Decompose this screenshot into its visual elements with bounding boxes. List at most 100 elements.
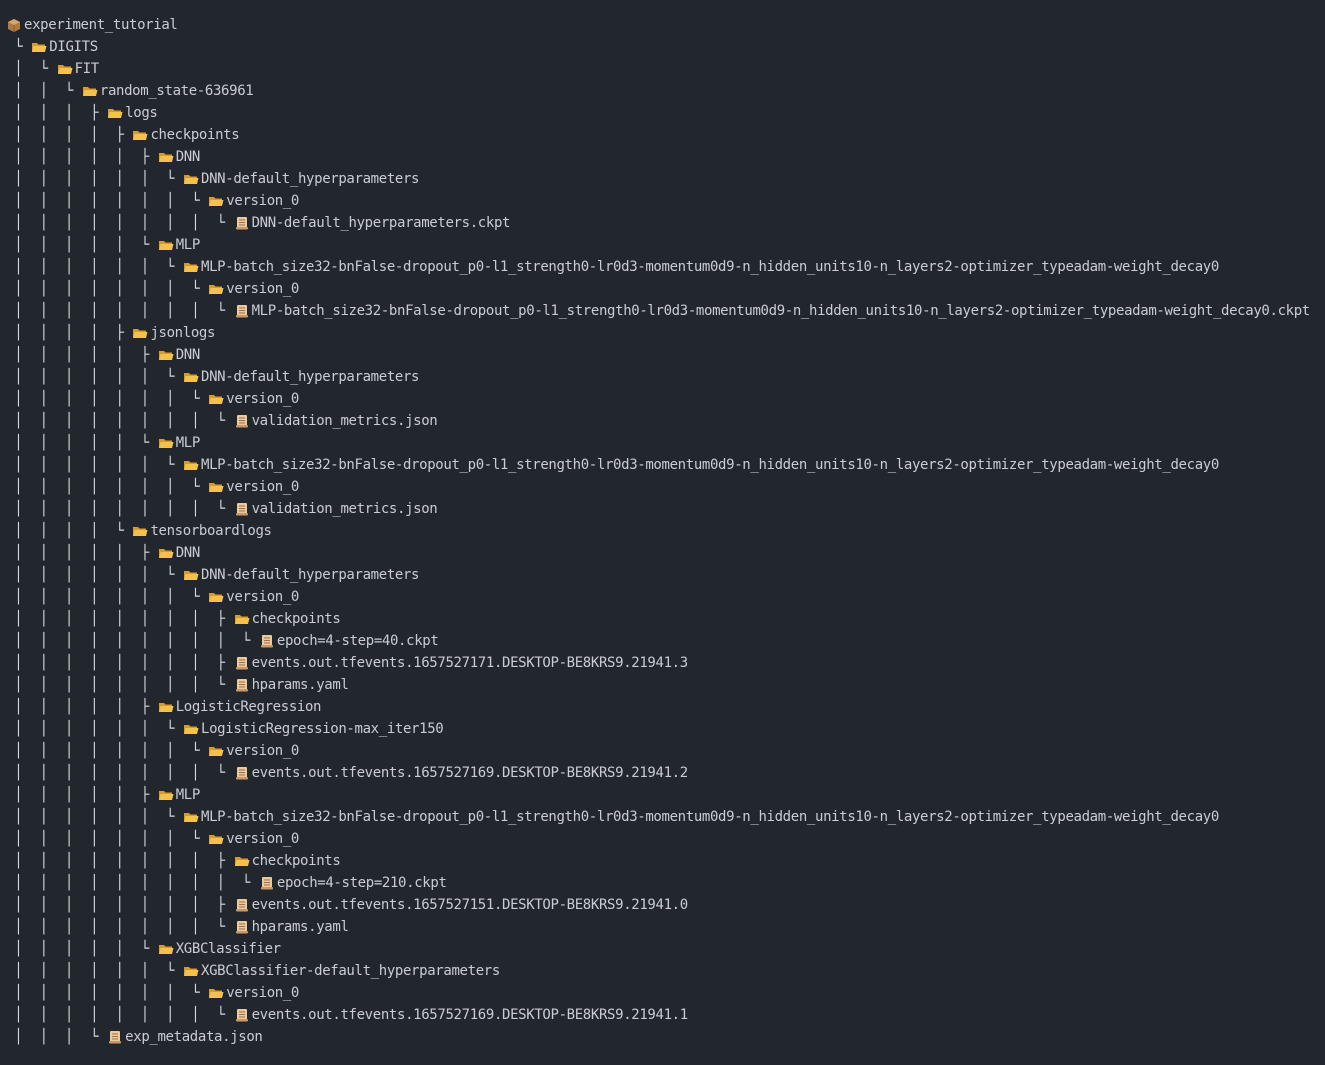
tree-guides: │ │ │ │ │ ├ [6,347,158,363]
tree-folder-row: │ │ │ │ ├ checkpoints [6,124,1325,146]
file-icon [234,502,250,516]
tree-file-row: │ │ │ │ │ │ │ │ ├ events.out.tfevents.16… [6,652,1325,674]
tree-folder-row: │ │ │ │ │ │ └ XGBClassifier-default_hype… [6,960,1325,982]
tree-item-name: jsonlogs [150,325,216,341]
tree-folder-row: │ │ │ │ │ │ │ │ ├ checkpoints [6,850,1325,872]
tree-item-name: LogisticRegression-max_iter150 [201,721,444,737]
tree-folder-row: │ │ │ │ │ │ └ MLP-batch_size32-bnFalse-d… [6,454,1325,476]
file-icon [234,304,250,318]
file-icon [234,414,250,428]
tree-folder-row: │ └ FIT [6,58,1325,80]
folder-icon [183,810,199,824]
file-icon [259,876,275,890]
tree-guides: │ │ │ ├ [6,105,108,121]
tree-guides: └ [6,39,32,55]
tree-folder-row: └ DIGITS [6,36,1325,58]
folder-icon [158,546,174,560]
tree-guides: │ │ │ │ │ │ │ │ └ [6,215,234,231]
tree-folder-row: │ │ │ │ │ │ │ └ version_0 [6,586,1325,608]
folder-icon [208,194,224,208]
tree-guides: │ │ │ │ │ │ │ │ └ [6,919,234,935]
folder-icon [107,106,123,120]
tree-guides: │ │ │ │ │ │ └ [6,171,184,187]
tree-folder-row: │ │ │ │ │ │ │ └ version_0 [6,278,1325,300]
folder-icon [158,150,174,164]
tree-guides: │ │ │ │ │ │ │ │ ├ [6,655,234,671]
tree-folder-row: │ │ │ │ │ │ └ MLP-batch_size32-bnFalse-d… [6,806,1325,828]
tree-guides: │ │ │ │ │ │ │ └ [6,831,209,847]
tree-file-row: │ │ │ │ │ │ │ │ └ validation_metrics.jso… [6,498,1325,520]
tree-file-row: │ │ │ │ │ │ │ │ │ └ epoch=4-step=210.ckp… [6,872,1325,894]
tree-item-name: version_0 [226,831,300,847]
tree-folder-row: experiment_tutorial [6,14,1325,36]
tree-guides: │ │ │ │ │ ├ [6,545,158,561]
tree-guides: │ │ │ │ │ │ │ │ └ [6,677,234,693]
tree-item-name: logs [125,105,158,121]
tree-folder-row: │ │ │ │ │ │ │ └ version_0 [6,828,1325,850]
tree-item-name: random_state-636961 [99,83,254,99]
tree-file-row: │ │ │ │ │ │ │ │ └ validation_metrics.jso… [6,410,1325,432]
tree-item-name: version_0 [226,985,300,1001]
tree-item-name: epoch=4-step=210.ckpt [276,875,447,891]
tree-guides: │ │ │ │ │ │ └ [6,259,184,275]
tree-item-name: validation_metrics.json [251,413,438,429]
folder-icon [183,722,199,736]
file-icon [234,216,250,230]
tree-folder-row: │ │ │ │ │ │ └ DNN-default_hyperparameter… [6,366,1325,388]
tree-item-name: DNN [175,347,201,363]
tree-guides: │ │ │ │ │ │ │ │ ├ [6,897,234,913]
tree-folder-row: │ │ │ │ │ │ └ LogisticRegression-max_ite… [6,718,1325,740]
tree-item-name: DNN [175,149,201,165]
folder-icon [183,568,199,582]
tree-item-name: events.out.tfevents.1657527169.DESKTOP-B… [251,765,689,781]
folder-icon [208,282,224,296]
tree-guides: │ │ │ │ │ │ └ [6,963,184,979]
file-icon [234,898,250,912]
folder-icon [158,436,174,450]
tree-guides: │ │ │ │ │ │ │ │ └ [6,303,234,319]
tree-item-name: hparams.yaml [251,677,349,693]
tree-guides: │ │ │ │ │ │ │ └ [6,193,209,209]
folder-icon [158,348,174,362]
tree-folder-row: │ │ │ │ ├ jsonlogs [6,322,1325,344]
tree-folder-row: │ │ │ │ │ │ │ └ version_0 [6,190,1325,212]
tree-folder-row: │ │ │ │ │ │ │ └ version_0 [6,388,1325,410]
tree-file-row: │ │ │ │ │ │ │ │ └ hparams.yaml [6,916,1325,938]
tree-guides: │ │ │ │ │ │ │ └ [6,985,209,1001]
folder-icon [31,40,47,54]
tree-file-row: │ │ │ │ │ │ │ │ └ hparams.yaml [6,674,1325,696]
folder-icon [234,854,250,868]
tree-item-name: DNN-default_hyperparameters.ckpt [251,215,511,231]
tree-folder-row: │ │ │ │ │ │ │ └ version_0 [6,476,1325,498]
tree-item-name: DIGITS [49,39,98,55]
tree-item-name: MLP [175,237,201,253]
folder-icon [158,942,174,956]
tree-item-name: LogisticRegression [175,699,322,715]
tree-file-row: │ │ │ │ │ │ │ │ └ events.out.tfevents.16… [6,1004,1325,1026]
tree-guides: │ │ │ │ ├ [6,127,133,143]
tree-item-name: checkpoints [150,127,240,143]
tree-item-name: events.out.tfevents.1657527151.DESKTOP-B… [251,897,689,913]
tree-file-row: │ │ │ │ │ │ │ │ └ MLP-batch_size32-bnFal… [6,300,1325,322]
tree-item-name: MLP [175,435,201,451]
folder-icon [208,590,224,604]
folder-icon [158,238,174,252]
tree-folder-row: │ │ │ │ │ │ └ DNN-default_hyperparameter… [6,168,1325,190]
tree-folder-row: │ │ │ │ │ │ │ └ version_0 [6,982,1325,1004]
folder-icon [132,128,148,142]
tree-guides: │ │ │ │ │ │ │ └ [6,743,209,759]
tree-guides: │ │ │ │ └ [6,523,133,539]
tree-item-name: exp_metadata.json [125,1029,263,1045]
tree-guides: │ │ │ │ │ │ │ │ └ [6,765,234,781]
tree-guides: │ │ │ │ │ │ └ [6,567,184,583]
file-icon [234,678,250,692]
tree-folder-row: │ │ └ random_state-636961 [6,80,1325,102]
tree-guides: │ │ │ │ │ │ │ │ ├ [6,853,234,869]
folder-icon [132,524,148,538]
tree-guides: │ │ │ │ │ │ └ [6,721,184,737]
tree-guides: │ │ │ │ │ │ │ └ [6,589,209,605]
tree-guides: │ │ │ │ │ │ │ │ │ └ [6,633,259,649]
folder-icon [183,458,199,472]
tree-item-name: version_0 [226,193,300,209]
tree-folder-row: │ │ │ │ │ └ MLP [6,234,1325,256]
